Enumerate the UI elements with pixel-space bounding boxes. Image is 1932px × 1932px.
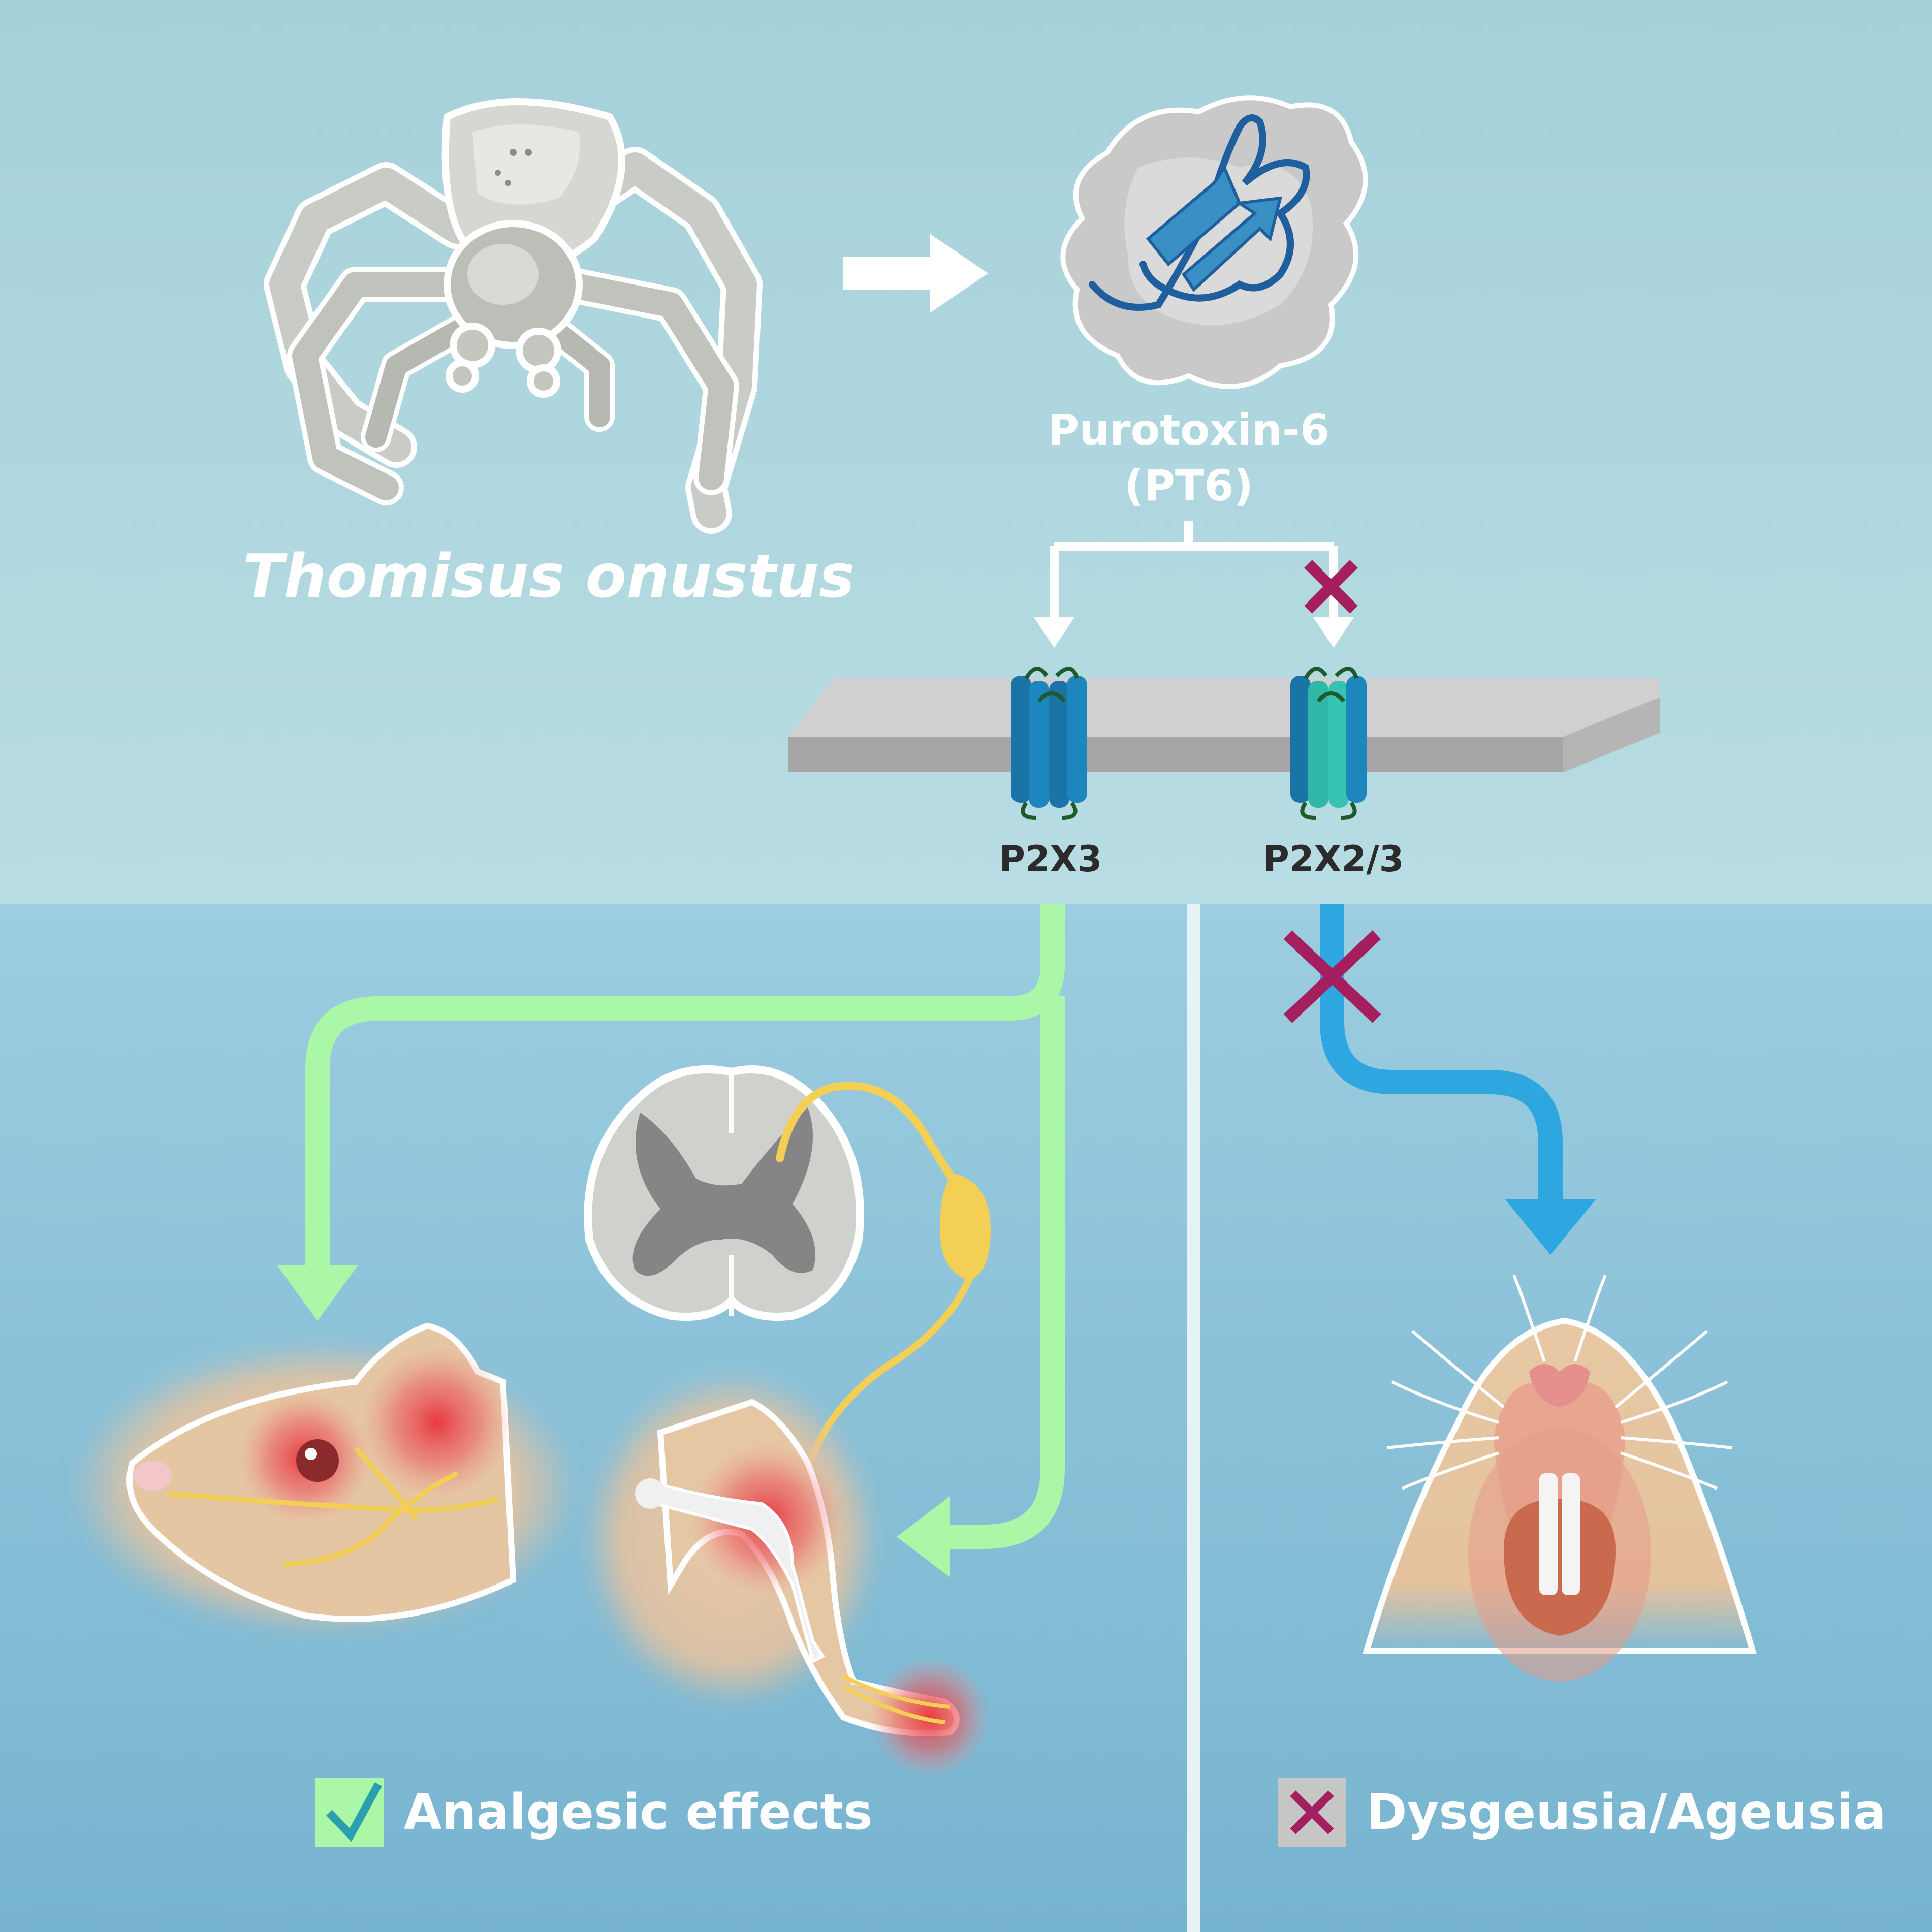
analgesic-check-icon [315, 1778, 384, 1847]
arrow-spider-to-toxin [843, 234, 988, 313]
blue-pathway [1320, 904, 1563, 1199]
rat-face-illustration [71, 1322, 579, 1636]
green-arrowhead-paw [897, 1496, 950, 1577]
blue-arrowhead [1505, 1199, 1596, 1255]
dorsal-root-ganglion [940, 1174, 991, 1280]
outcome-analgesic: Analgesic effects [404, 1784, 872, 1841]
green-arrowhead-face [277, 1265, 358, 1321]
panel-divider [1187, 904, 1200, 1932]
toxin-abbreviation: (PT6) [1124, 461, 1253, 511]
purotoxin-structure [1060, 95, 1368, 389]
receptor-label-p2x3: P2X3 [999, 838, 1102, 880]
green-pathway [305, 904, 1065, 1549]
spider-illustration [264, 98, 763, 534]
species-name: Thomisus onustus [243, 541, 855, 611]
toxin-name: Purotoxin-6 [1048, 405, 1329, 455]
cell-membrane [788, 678, 1660, 772]
rat-front-illustration [1362, 1274, 1757, 1682]
arrow-to-p2x23 [1313, 617, 1354, 648]
block-mark-p2x23 [1304, 560, 1358, 614]
receptor-p2x23 [1290, 667, 1367, 820]
toxin-branch-arrows [1050, 521, 1338, 622]
receptor-p2x3 [1011, 667, 1087, 820]
rat-leg-illustration [584, 1372, 991, 1778]
dysgeusia-cross-icon [1278, 1778, 1346, 1847]
receptor-label-p2x23: P2X2/3 [1263, 838, 1404, 880]
block-mark-taste [1283, 930, 1381, 1023]
arrow-to-p2x3 [1034, 617, 1074, 648]
spinal-cord-illustration [584, 1065, 864, 1321]
outcome-dysgeusia: Dysgeusia/Ageusia [1367, 1784, 1886, 1841]
